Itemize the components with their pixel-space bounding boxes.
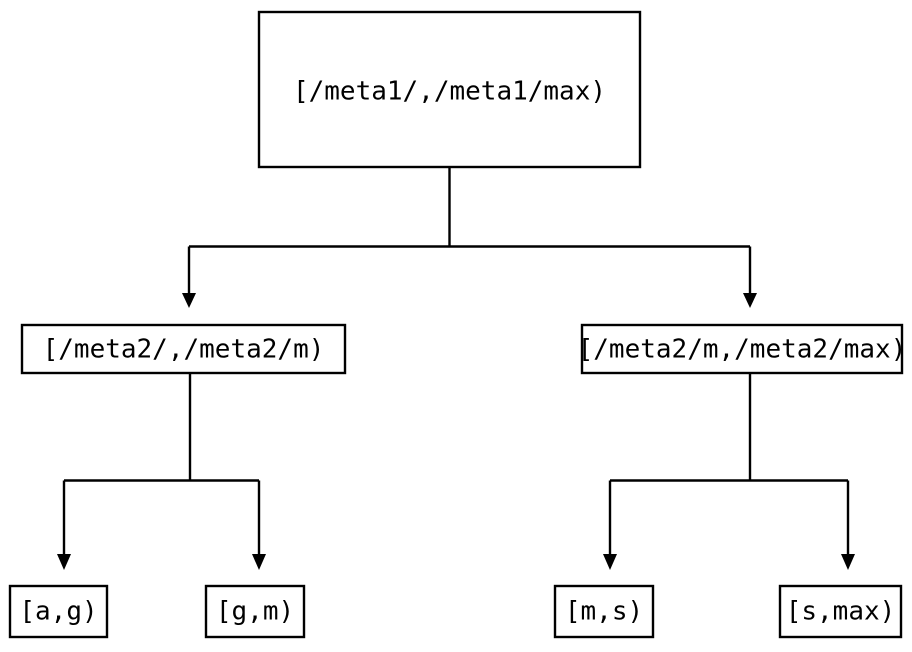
node-leaf-s-max[interactable]: [s,max) — [778, 584, 903, 639]
node-root-label: [/meta1/,/meta1/max) — [293, 77, 606, 107]
node-leaf-s-max-label: [s,max) — [786, 597, 896, 627]
node-mid-left-box[interactable] — [20, 323, 347, 375]
node-leaf-a-g-label: [a,g) — [19, 597, 97, 627]
arrow-head-leaf-m-s — [603, 554, 617, 570]
arrow-head-mid-left — [182, 293, 196, 308]
node-root-box[interactable] — [257, 10, 642, 169]
node-leaf-a-g-box[interactable] — [8, 584, 109, 639]
arrow-head-mid-right — [743, 293, 757, 308]
arrow-head-leaf-s-max — [841, 554, 855, 570]
node-leaf-g-m-label: [g,m) — [216, 597, 294, 627]
node-leaf-m-s-box[interactable] — [553, 584, 655, 639]
edge-group-midright-to-leaves — [603, 374, 855, 570]
node-mid-left-label: [/meta2/,/meta2/m) — [43, 335, 325, 365]
node-leaf-m-s-label: [m,s) — [565, 597, 643, 627]
node-leaf-g-m[interactable]: [g,m) — [204, 584, 306, 639]
node-mid-right[interactable]: [/meta2/m,/meta2/max) — [578, 323, 907, 375]
node-leaf-a-g[interactable]: [a,g) — [8, 584, 109, 639]
node-leaf-m-s[interactable]: [m,s) — [553, 584, 655, 639]
node-leaf-s-max-box[interactable] — [778, 584, 903, 639]
edge-group-midleft-to-leaves — [57, 374, 266, 570]
node-mid-left[interactable]: [/meta2/,/meta2/m) — [20, 323, 347, 375]
arrow-head-leaf-a-g — [57, 554, 71, 570]
node-root[interactable]: [/meta1/,/meta1/max) — [257, 10, 642, 169]
arrow-head-leaf-g-m — [252, 554, 266, 570]
node-mid-right-label: [/meta2/m,/meta2/max) — [578, 335, 907, 365]
edge-group-root-to-level2 — [182, 167, 757, 308]
node-mid-right-box[interactable] — [580, 323, 904, 375]
node-leaf-g-m-box[interactable] — [204, 584, 306, 639]
